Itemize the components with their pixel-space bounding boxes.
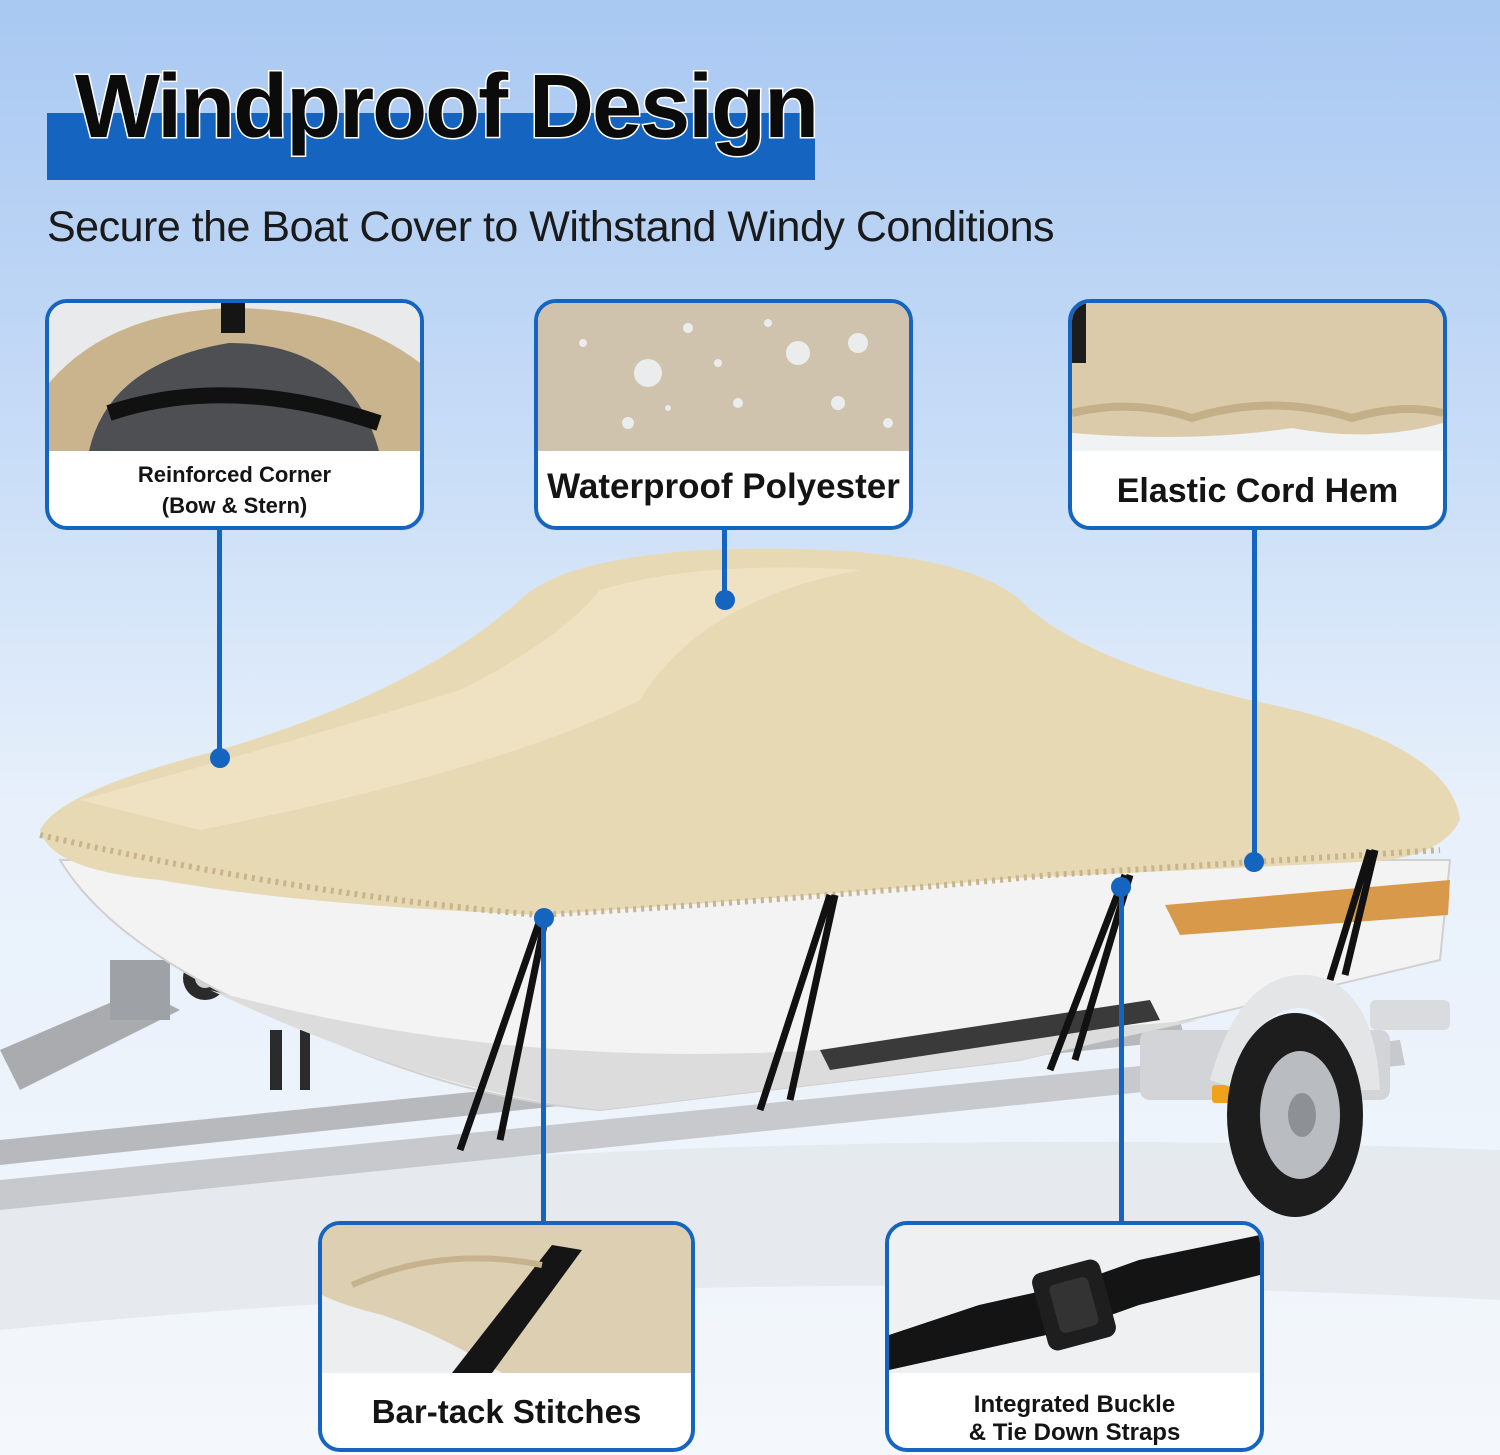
marker-bar-tack bbox=[534, 908, 554, 928]
connector-reinforced-corner bbox=[217, 527, 222, 759]
connector-waterproof bbox=[722, 527, 727, 601]
page-subtitle: Secure the Boat Cover to Withstand Windy… bbox=[47, 203, 1055, 251]
reinforced-corner-line2: (Bow & Stern) bbox=[161, 493, 308, 518]
boat-cover bbox=[40, 548, 1460, 915]
bar-tack-photo bbox=[322, 1225, 691, 1373]
waterproof-fabric-photo bbox=[538, 303, 909, 451]
cover-highlight bbox=[80, 567, 860, 830]
marker-elastic-hem bbox=[1244, 852, 1264, 872]
reinforced-corner-line1: Reinforced Corner bbox=[137, 462, 332, 487]
buckle-photo bbox=[889, 1225, 1260, 1373]
hull-lower-shade bbox=[210, 990, 1200, 1110]
marker-reinforced-corner bbox=[210, 748, 230, 768]
page-title: Windproof Design bbox=[73, 57, 820, 157]
callout-buckle: Integrated Buckle & Tie Down Straps bbox=[885, 1221, 1264, 1452]
waterproof-label: Waterproof Polyester bbox=[547, 467, 900, 506]
elastic-hem-label: Elastic Cord Hem bbox=[1116, 472, 1399, 510]
title-band bbox=[47, 113, 815, 180]
hull-rub-rail bbox=[820, 1000, 1160, 1070]
trailer-wheel bbox=[1210, 974, 1380, 1217]
callout-waterproof: Waterproof Polyester bbox=[534, 299, 913, 530]
buckle-line1: Integrated Buckle bbox=[973, 1391, 1176, 1418]
connector-bar-tack bbox=[541, 918, 546, 1224]
cover-seam bbox=[39, 832, 1441, 919]
callout-bar-tack: Bar-tack Stitches bbox=[318, 1221, 695, 1452]
bar-tack-label: Bar-tack Stitches bbox=[371, 1393, 642, 1430]
buckle-line2: & Tie Down Straps bbox=[968, 1419, 1181, 1446]
reinforced-corner-photo bbox=[49, 303, 420, 451]
connector-elastic-hem bbox=[1252, 527, 1257, 863]
marker-buckle bbox=[1111, 877, 1131, 897]
connector-buckle bbox=[1119, 887, 1124, 1224]
hull-stripe bbox=[1165, 880, 1450, 935]
callout-reinforced-corner: Reinforced Corner (Bow & Stern) bbox=[45, 299, 424, 530]
callout-elastic-hem: Elastic Cord Hem bbox=[1068, 299, 1447, 530]
marker-waterproof bbox=[715, 590, 735, 610]
elastic-hem-photo bbox=[1072, 303, 1443, 451]
boat-illustration bbox=[0, 548, 1500, 1330]
